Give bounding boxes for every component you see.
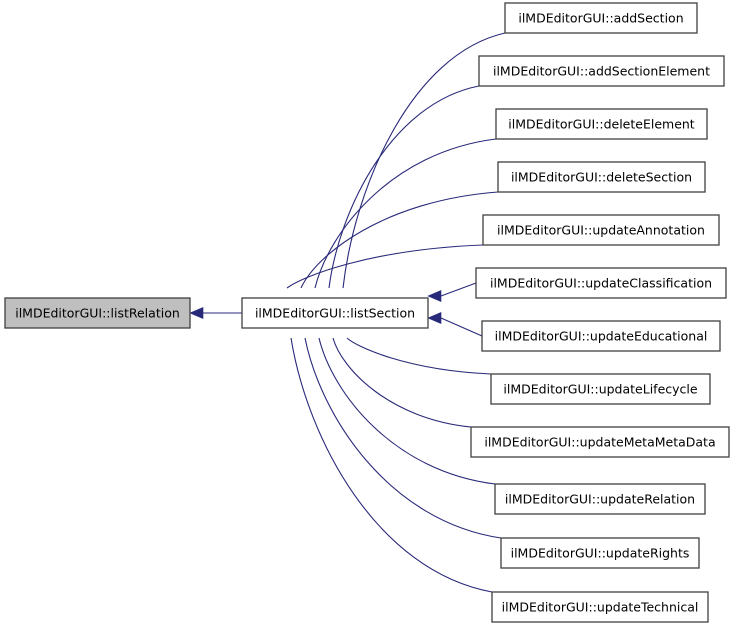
graph-node-deleteElement[interactable]: ilMDEditorGUI::deleteElement <box>495 108 708 140</box>
node-box[interactable] <box>497 161 706 193</box>
edge-arrowhead <box>189 307 204 319</box>
call-edge <box>300 191 499 289</box>
graph-node-updateTechnical[interactable]: ilMDEditorGUI::updateTechnical <box>491 591 709 623</box>
node-label: ilMDEditorGUI::updateAnnotation <box>497 223 705 238</box>
graph-node-updateRights[interactable]: ilMDEditorGUI::updateRights <box>500 537 700 569</box>
node-box[interactable] <box>241 297 429 329</box>
call-edge <box>318 337 496 485</box>
call-edge <box>346 337 492 375</box>
call-edge <box>342 32 506 289</box>
call-edge <box>440 282 477 297</box>
call-edge <box>328 85 480 289</box>
node-label: ilMDEditorGUI::updateClassification <box>490 276 712 291</box>
node-label: ilMDEditorGUI::updateEducational <box>495 329 708 344</box>
call-edge <box>314 138 497 289</box>
node-label: ilMDEditorGUI::updateTechnical <box>502 600 699 615</box>
call-edge <box>290 337 493 593</box>
edge-arrowhead <box>427 290 442 302</box>
node-box[interactable] <box>4 297 191 329</box>
node-label: ilMDEditorGUI::updateMetaMetaData <box>484 435 715 450</box>
graph-node-addSectionElement[interactable]: ilMDEditorGUI::addSectionElement <box>478 55 725 87</box>
graph-node-updateRelation[interactable]: ilMDEditorGUI::updateRelation <box>494 483 706 515</box>
node-box[interactable] <box>500 537 700 569</box>
node-box[interactable] <box>495 108 708 140</box>
graph-node-updateLifecycle[interactable]: ilMDEditorGUI::updateLifecycle <box>490 373 711 405</box>
node-box[interactable] <box>478 55 725 87</box>
graph-node-updateClassification[interactable]: ilMDEditorGUI::updateClassification <box>475 267 727 299</box>
node-box[interactable] <box>491 591 709 623</box>
graph-node-updateMetaMetaData[interactable]: ilMDEditorGUI::updateMetaMetaData <box>470 426 730 458</box>
node-box[interactable] <box>475 267 727 299</box>
call-edge <box>304 337 502 539</box>
node-box[interactable] <box>494 483 706 515</box>
graph-node-listRelation[interactable]: ilMDEditorGUI::listRelation <box>4 297 191 329</box>
node-box[interactable] <box>481 320 721 352</box>
call-edge <box>440 317 483 337</box>
node-label: ilMDEditorGUI::addSection <box>518 11 683 26</box>
node-box[interactable] <box>504 2 698 34</box>
node-label: ilMDEditorGUI::updateRights <box>511 546 690 561</box>
node-label: ilMDEditorGUI::listRelation <box>15 306 180 321</box>
node-label: ilMDEditorGUI::listSection <box>255 306 415 321</box>
node-box[interactable] <box>490 373 711 405</box>
node-box[interactable] <box>470 426 730 458</box>
node-box[interactable] <box>482 214 720 246</box>
node-label: ilMDEditorGUI::deleteElement <box>508 117 695 132</box>
node-label: ilMDEditorGUI::updateRelation <box>505 492 695 507</box>
node-label: ilMDEditorGUI::updateLifecycle <box>503 382 697 397</box>
graph-node-updateEducational[interactable]: ilMDEditorGUI::updateEducational <box>481 320 721 352</box>
call-edge <box>286 244 484 289</box>
node-label: ilMDEditorGUI::deleteSection <box>511 170 692 185</box>
node-label: ilMDEditorGUI::addSectionElement <box>493 64 710 79</box>
graph-node-deleteSection[interactable]: ilMDEditorGUI::deleteSection <box>497 161 706 193</box>
call-edge <box>332 337 472 428</box>
edge-arrowhead <box>427 312 442 324</box>
graph-node-addSection[interactable]: ilMDEditorGUI::addSection <box>504 2 698 34</box>
graph-node-updateAnnotation[interactable]: ilMDEditorGUI::updateAnnotation <box>482 214 720 246</box>
graph-node-listSection[interactable]: ilMDEditorGUI::listSection <box>241 297 429 329</box>
